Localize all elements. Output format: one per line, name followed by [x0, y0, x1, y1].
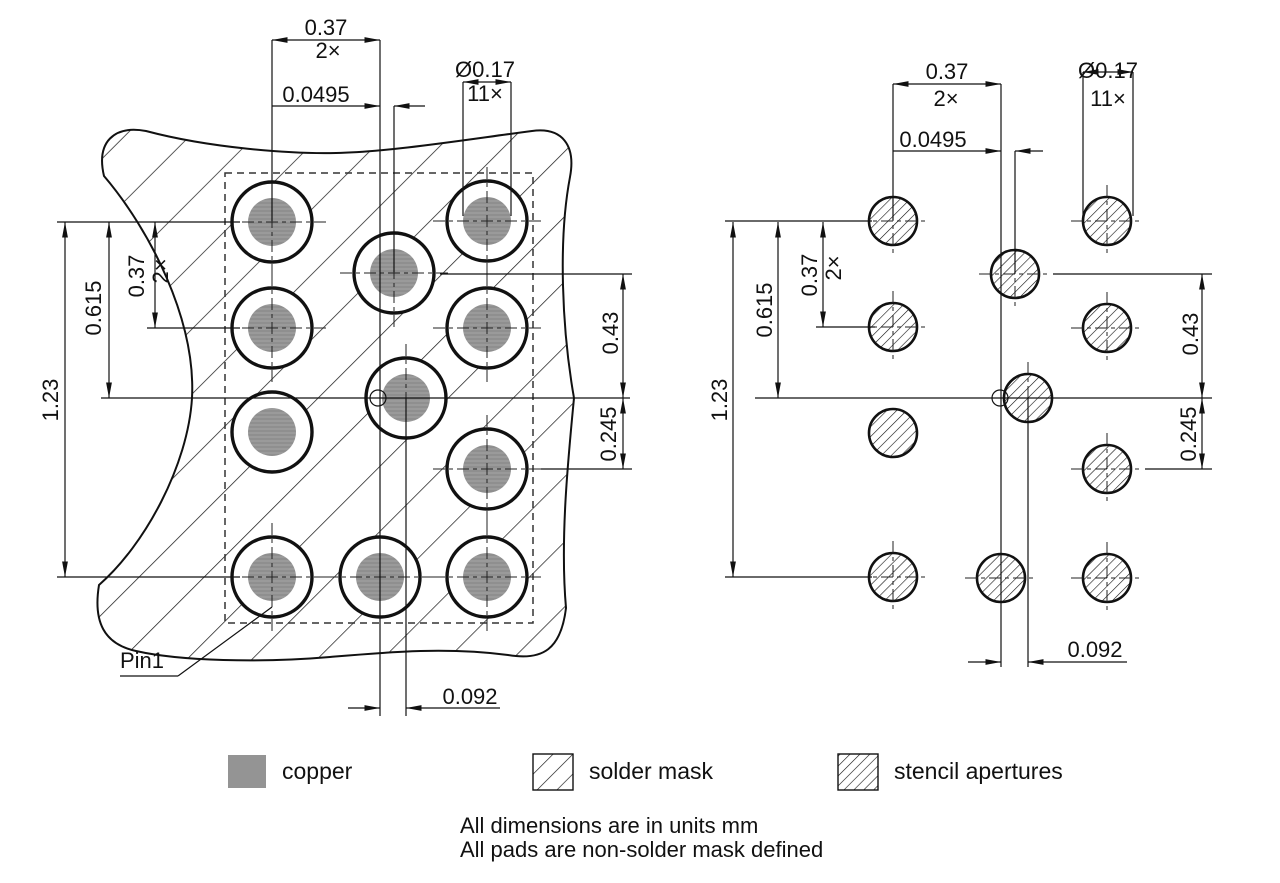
dim-col-pitch: 0.37	[305, 15, 348, 40]
pad-a3	[230, 390, 314, 474]
dim-lower-offset: 0.245	[596, 406, 621, 461]
aperture-c3	[1071, 433, 1143, 505]
pin1-label: Pin1	[120, 648, 164, 673]
dimensions-left-view: 0.37 2× 0.0495 Ø0.17 11× 1.23 0.615 0.37…	[38, 15, 632, 716]
dim-half-span: 0.615	[81, 280, 106, 335]
pad-a4	[218, 523, 326, 631]
stencil-apertures-view: 0.37 2× 0.0495 Ø0.17 11× 1.23 0.615 0.37…	[707, 58, 1212, 667]
dim-row-pitch-qty: 2×	[821, 255, 846, 280]
copper-solder-mask-view: 0.37 2× 0.0495 Ø0.17 11× 1.23 0.615 0.37…	[38, 15, 632, 716]
pin1-leader	[177, 606, 273, 677]
dim-full-span: 1.23	[707, 379, 732, 422]
note-units: All dimensions are in units mm	[460, 813, 758, 838]
copper-pads	[218, 167, 541, 631]
aperture-c2	[1071, 292, 1143, 364]
dim-upper-offset: 0.43	[1178, 313, 1203, 356]
copper-swatch	[228, 755, 266, 788]
aperture-c1	[1071, 185, 1143, 257]
dimensions-right-view: 0.37 2× 0.0495 Ø0.17 11× 1.23 0.615 0.37…	[707, 58, 1212, 667]
pad-c3	[433, 415, 541, 523]
copper-circle	[248, 408, 296, 456]
stencil-aperture	[867, 407, 919, 459]
dim-col-pitch: 0.37	[926, 59, 969, 84]
legend-solder-mask-label: solder mask	[589, 758, 713, 784]
dim-half-span: 0.615	[752, 282, 777, 337]
dim-top-offset: 0.0495	[899, 127, 966, 152]
note-mask-defined: All pads are non-solder mask defined	[460, 837, 823, 862]
pad-a2	[218, 274, 326, 382]
dim-aperture-dia: Ø0.17	[1078, 58, 1138, 83]
stencil-apertures-swatch	[837, 753, 879, 791]
dim-aperture-qty: 11×	[1090, 86, 1126, 111]
dim-aperture-dia: Ø0.17	[455, 57, 515, 82]
dim-col-pitch-qty: 2×	[315, 38, 340, 63]
dim-row-pitch: 0.37	[797, 254, 822, 297]
solder-mask-swatch	[532, 753, 574, 791]
dim-upper-offset: 0.43	[598, 312, 623, 355]
stencil-apertures	[857, 185, 1143, 614]
aperture-a3	[867, 407, 919, 459]
legend-stencil-apertures-label: stencil apertures	[894, 758, 1063, 784]
dim-top-offset: 0.0495	[282, 82, 349, 107]
board-outline	[96, 128, 576, 662]
pad-c2	[433, 274, 541, 382]
dim-lower-offset: 0.245	[1176, 406, 1201, 461]
legend-copper-label: copper	[282, 758, 353, 784]
dim-bottom-offset: 0.092	[1067, 637, 1122, 662]
dim-bottom-offset: 0.092	[442, 684, 497, 709]
pad-c1	[433, 167, 541, 275]
dim-row-pitch-qty: 2×	[148, 258, 173, 283]
aperture-c4	[1071, 542, 1143, 614]
dim-full-span: 1.23	[38, 379, 63, 422]
pad-c4	[433, 523, 541, 631]
dim-col-pitch-qty: 2×	[933, 86, 958, 111]
dim-aperture-qty: 11×	[467, 81, 503, 106]
dim-row-pitch: 0.37	[124, 255, 149, 298]
legend: copper solder mask stencil apertures	[228, 753, 1063, 791]
notes: All dimensions are in units mm All pads …	[460, 813, 823, 862]
